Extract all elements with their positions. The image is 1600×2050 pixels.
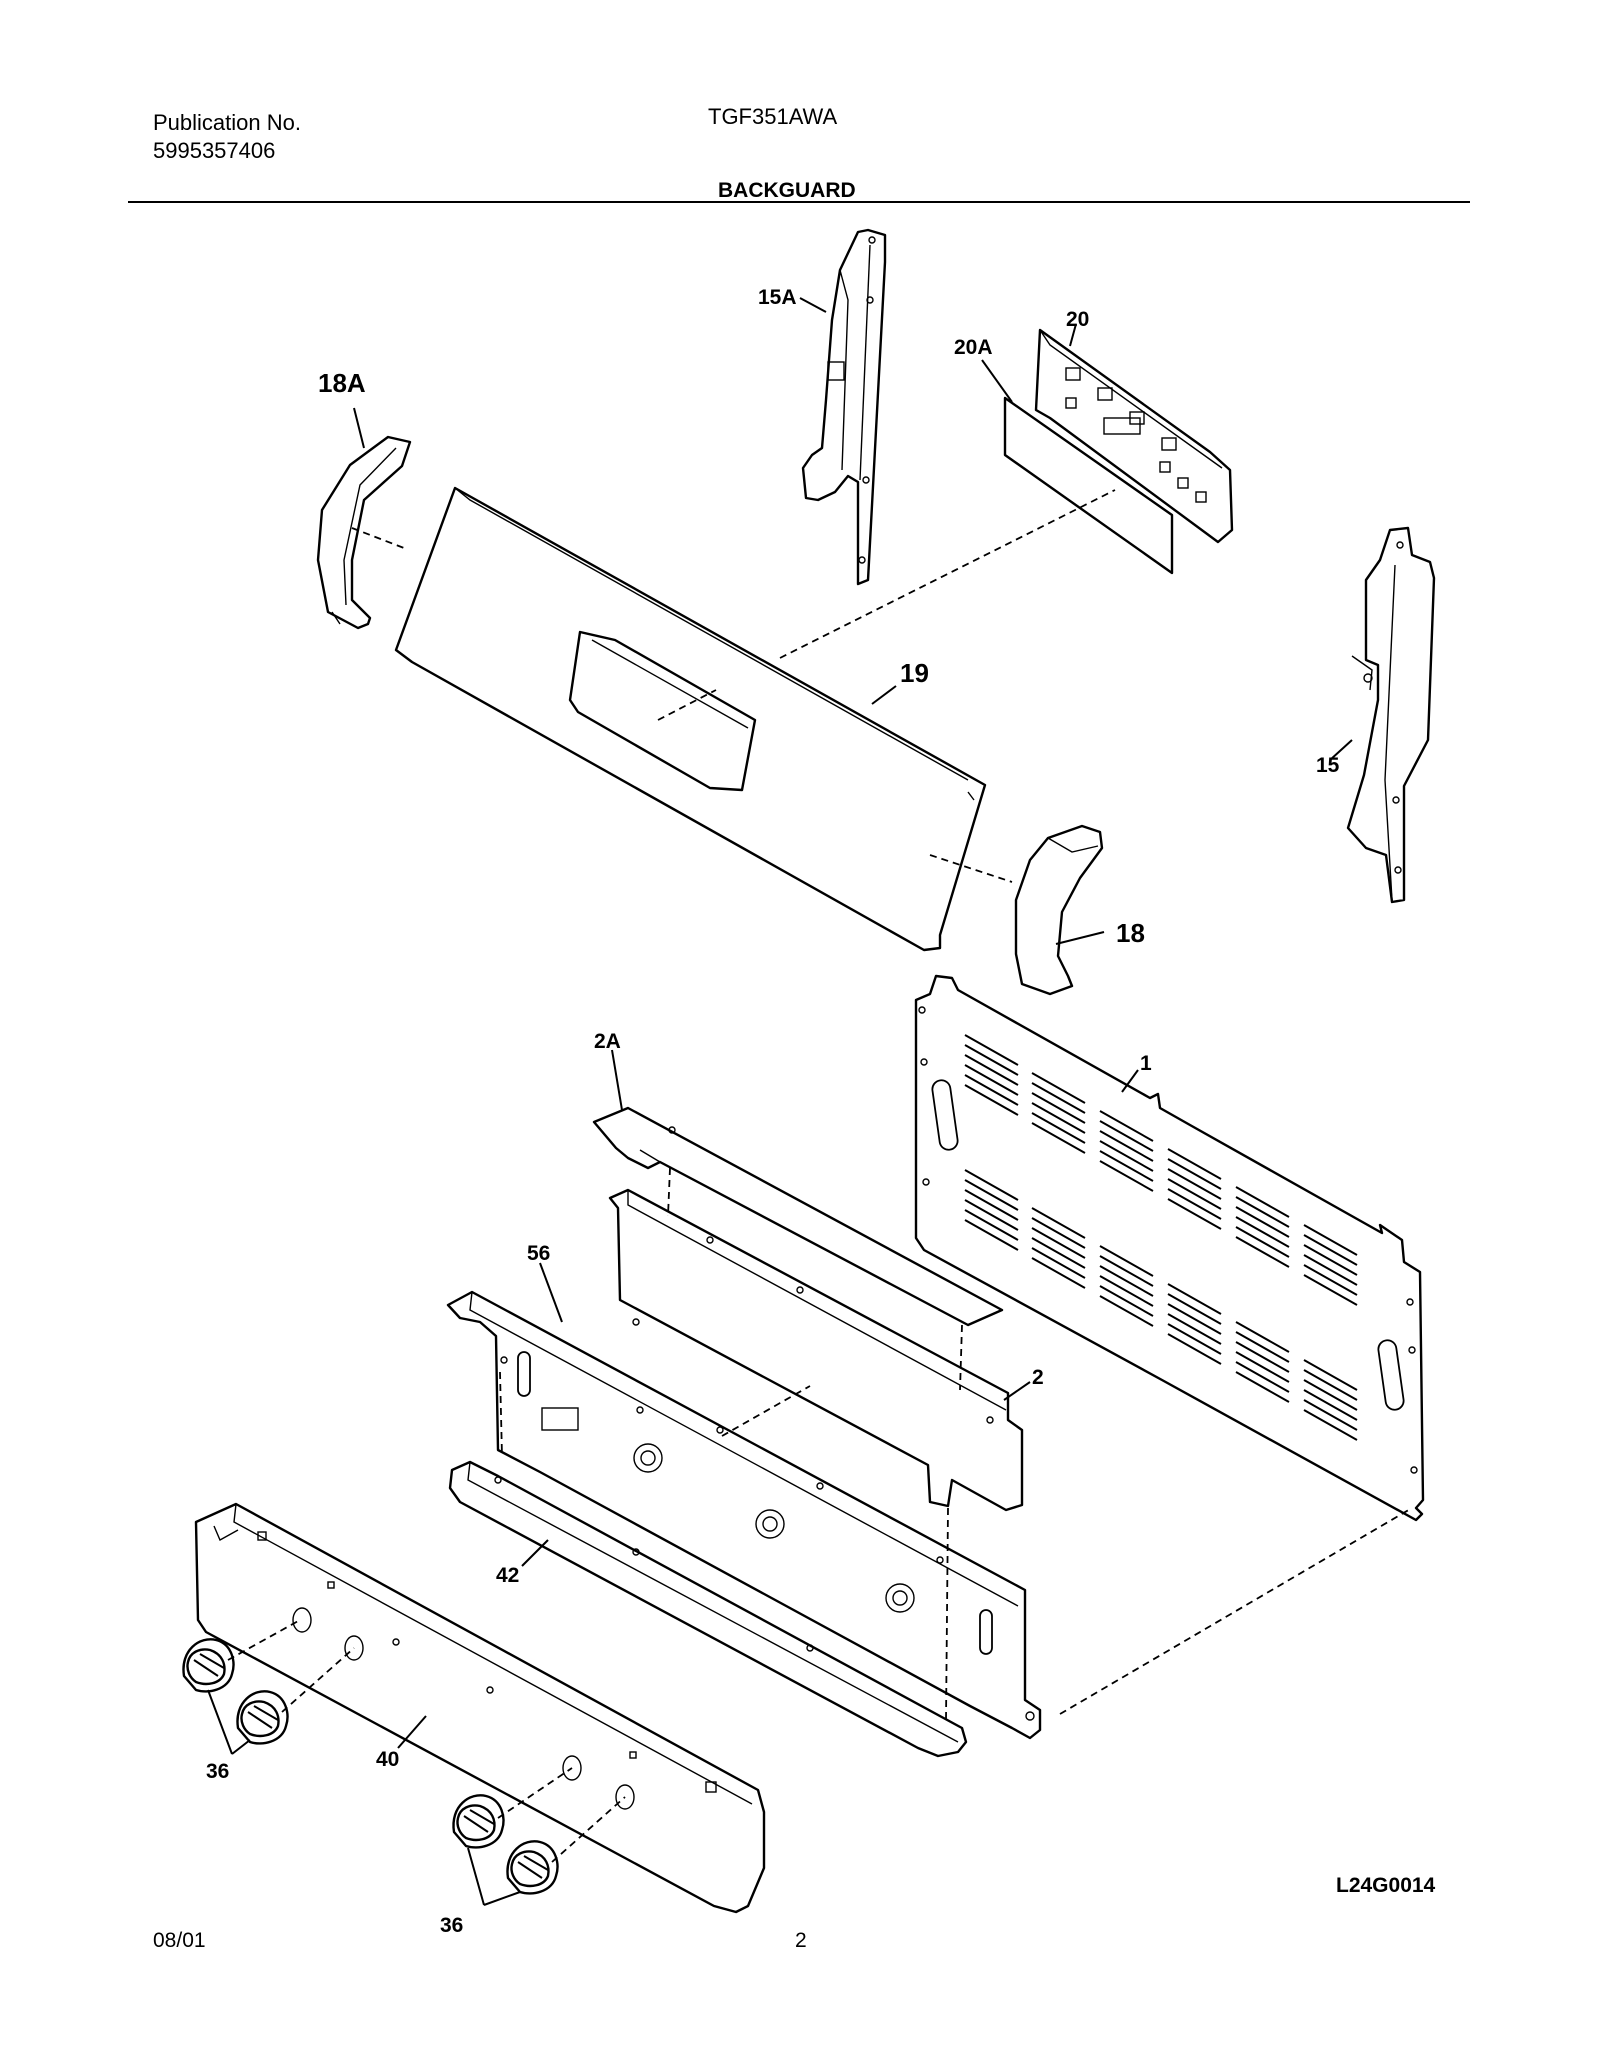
- label-36-bottom: 36: [440, 1914, 463, 1937]
- part-36-knobs: [182, 1638, 559, 1895]
- publication-label: Publication No.: [153, 110, 301, 135]
- knob-2: [236, 1690, 289, 1745]
- leader-lines: [207, 297, 1353, 1906]
- label-42: 42: [496, 1564, 519, 1587]
- part-2a-trim: [592, 1106, 1004, 1327]
- part-labels: 15A 20 20A 18A 19 15 18 2A 1 56 2 42 36 …: [206, 286, 1436, 1937]
- part-20-control-clock: [1034, 328, 1234, 544]
- section-title: BACKGUARD: [718, 179, 856, 202]
- model-number: TGF351AWA: [708, 104, 838, 129]
- publication-number: 5995357406: [153, 138, 276, 163]
- assembly-lines: [227, 489, 1413, 1863]
- part-40-manifold-panel: [194, 1502, 766, 1914]
- part-15a-bracket: [801, 228, 887, 586]
- part-19-backguard-panel: [394, 486, 987, 952]
- knob-3: [452, 1794, 505, 1849]
- part-56-control-panel: [446, 1290, 1042, 1740]
- label-15: 15: [1316, 754, 1340, 777]
- header-rule: [128, 201, 1470, 203]
- label-36-left: 36: [206, 1760, 229, 1783]
- part-1-rear-panel: [914, 974, 1425, 1522]
- label-18a: 18A: [318, 368, 366, 398]
- page-number: 2: [795, 1929, 807, 1952]
- label-20: 20: [1066, 308, 1089, 331]
- knob-4: [506, 1840, 559, 1895]
- knob-1: [182, 1638, 235, 1693]
- footer-date: 08/01: [153, 1929, 206, 1952]
- label-2: 2: [1032, 1366, 1044, 1389]
- part-15-bracket: [1346, 526, 1436, 904]
- label-18: 18: [1116, 918, 1145, 948]
- part-20a-overlay: [1003, 396, 1174, 575]
- figure-id: L24G0014: [1336, 1874, 1436, 1897]
- label-1: 1: [1140, 1052, 1152, 1075]
- part-18a-end-cap: [316, 435, 412, 630]
- label-40: 40: [376, 1748, 399, 1771]
- part-42-trim-strip: [448, 1460, 968, 1758]
- label-2a: 2A: [594, 1030, 621, 1053]
- label-56: 56: [527, 1242, 550, 1265]
- label-19: 19: [900, 658, 929, 688]
- label-15a: 15A: [758, 286, 797, 309]
- label-20a: 20A: [954, 336, 993, 359]
- part-18-end-cap: [1014, 824, 1104, 996]
